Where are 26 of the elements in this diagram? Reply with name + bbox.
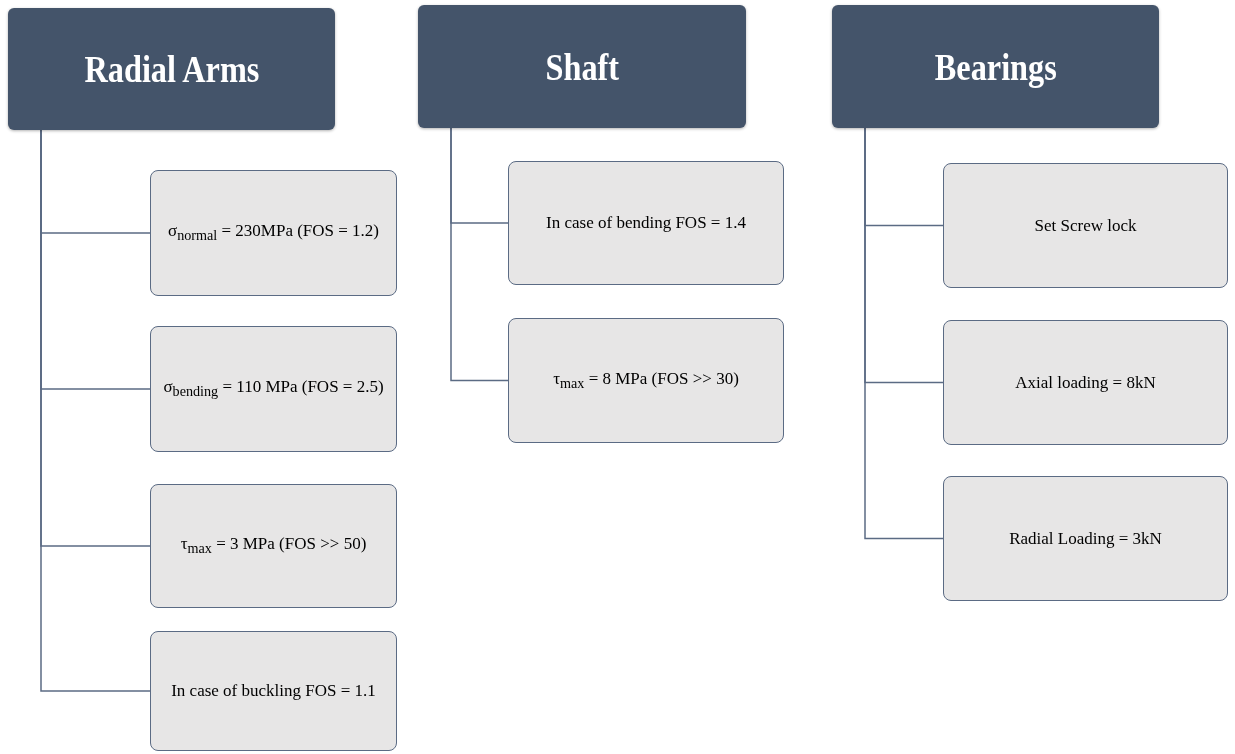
spec-text: Set Screw lock (1034, 215, 1137, 236)
category-header (8, 8, 335, 130)
spec-text: Axial loading = 8kN (1015, 372, 1156, 393)
connector-line (450, 127, 509, 382)
spec-text: τ$_{max}$ = 3 MPa (FOS >> 50) (180, 534, 367, 558)
category-header (418, 5, 746, 128)
spec-box (943, 476, 1228, 601)
header-text: Radial Arms (84, 47, 259, 91)
spec-text: σ$_{normal}$ = 230MPa (FOS = 1.2) (167, 221, 380, 245)
spec-text: Radial Loading = 3kN (1009, 528, 1162, 549)
spec-box (943, 320, 1228, 445)
spec-text: In case of buckling FOS = 1.1 (171, 681, 376, 701)
header-text: Shaft (545, 44, 619, 89)
spec-box (150, 326, 397, 452)
header-text: Bearings (934, 44, 1057, 89)
spec-text: In case of bending FOS = 1.4 (546, 213, 746, 233)
spec-text: σ$_{bending}$ = 110 MPa (FOS = 2.5) (163, 377, 384, 401)
spec-box (508, 318, 784, 443)
spec-box (150, 484, 397, 608)
spec-box (508, 161, 784, 285)
spec-box (150, 170, 397, 296)
spec-box (150, 631, 397, 751)
connector-line (864, 127, 944, 540)
category-header (832, 5, 1159, 128)
spec-text: τ$_{max}$ = 8 MPa (FOS >> 30) (553, 368, 739, 393)
spec-box (943, 163, 1228, 288)
